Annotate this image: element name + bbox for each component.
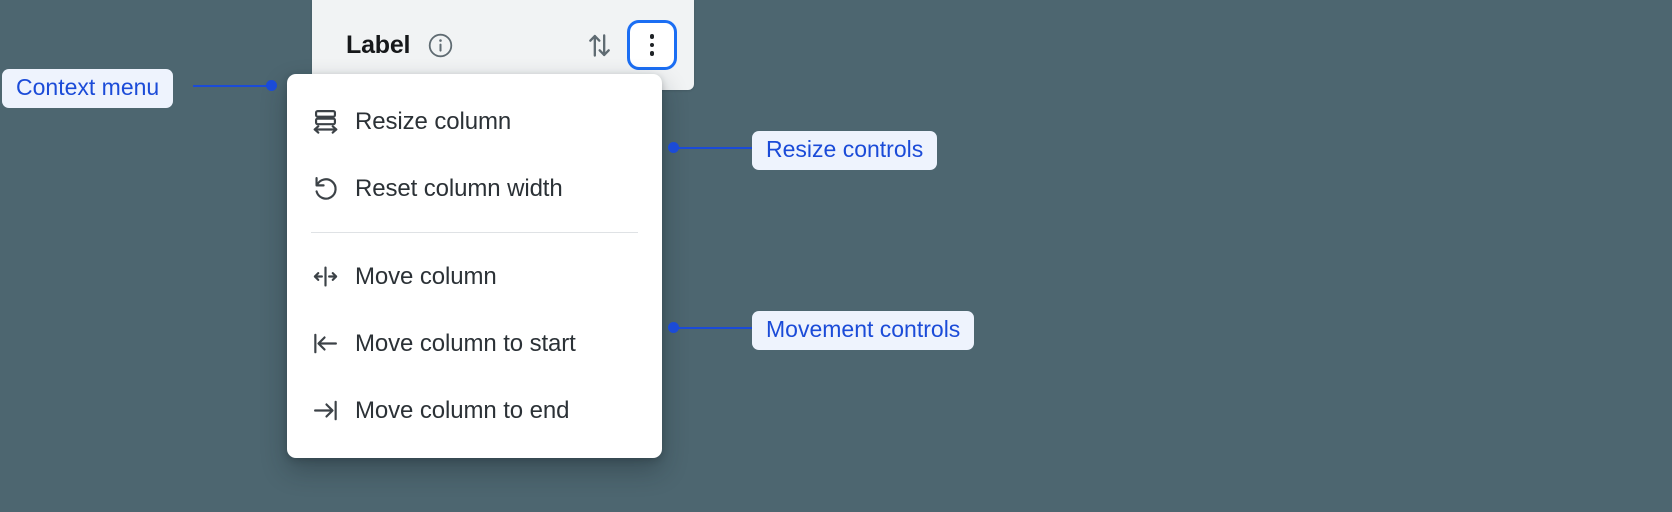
connector-dot-context-menu bbox=[266, 80, 277, 91]
menu-item-label: Reset column width bbox=[355, 174, 563, 202]
reset-width-icon bbox=[309, 173, 341, 205]
move-column-icon bbox=[309, 261, 341, 293]
resize-column-icon bbox=[309, 106, 341, 138]
connector-line-resize-controls bbox=[674, 147, 752, 149]
menu-item-reset-column-width[interactable]: Reset column width bbox=[287, 155, 662, 222]
connector-dot-movement-controls bbox=[668, 322, 679, 333]
info-circle-icon[interactable] bbox=[426, 31, 454, 59]
kebab-dot bbox=[649, 34, 655, 39]
menu-item-label: Resize column bbox=[355, 107, 512, 135]
menu-item-move-column-to-start[interactable]: Move column to start bbox=[287, 310, 662, 377]
menu-item-move-column-to-end[interactable]: Move column to end bbox=[287, 377, 662, 444]
connector-dot-resize-controls bbox=[668, 142, 679, 153]
menu-item-label: Move column bbox=[355, 262, 497, 290]
menu-item-resize-column[interactable]: Resize column bbox=[287, 88, 662, 155]
annotation-movement-controls: Movement controls bbox=[752, 311, 975, 350]
menu-divider bbox=[311, 232, 638, 233]
column-title: Label bbox=[346, 30, 411, 59]
move-to-end-icon bbox=[309, 395, 341, 427]
menu-item-label: Move column to end bbox=[355, 396, 570, 424]
kebab-dot bbox=[649, 51, 655, 56]
sort-arrows-icon[interactable] bbox=[582, 28, 616, 62]
connector-line-movement-controls bbox=[674, 327, 752, 329]
menu-item-label: Move column to start bbox=[355, 329, 576, 357]
annotation-context-menu: Context menu bbox=[2, 69, 174, 108]
column-context-menu: Resize column Reset column width bbox=[287, 74, 662, 458]
kebab-dot bbox=[649, 42, 655, 48]
connector-line-context-menu bbox=[193, 85, 271, 87]
move-to-start-icon bbox=[309, 328, 341, 360]
annotation-resize-controls: Resize controls bbox=[752, 131, 938, 170]
more-vertical-icon[interactable] bbox=[630, 23, 674, 67]
menu-item-move-column[interactable]: Move column bbox=[287, 243, 662, 310]
